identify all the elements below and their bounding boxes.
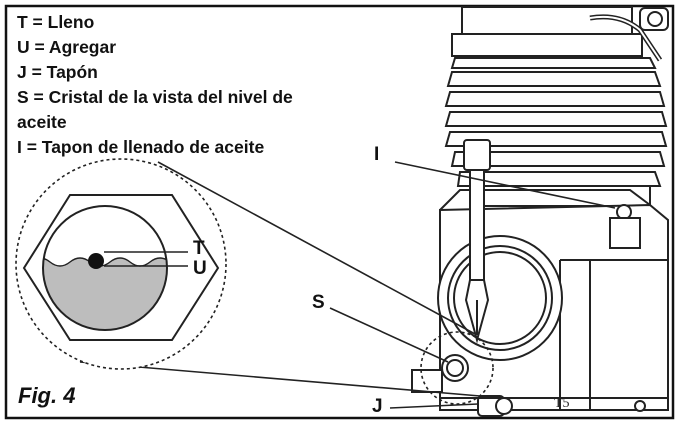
legend-line: I = Tapon de llenado de aceite: [17, 137, 265, 157]
legend-line: aceite: [17, 112, 67, 132]
legend: T = Lleno U = Agregar J = Tapón S = Cris…: [17, 10, 293, 160]
compressor-illustration: [411, 6, 669, 417]
callout-label-drain-plug: J: [372, 396, 383, 417]
sight-glass-highlight: [420, 331, 494, 405]
legend-line: J = Tapón: [17, 62, 98, 82]
sight-glass-detail: [15, 158, 227, 370]
legend-line: U = Agregar: [17, 37, 117, 57]
callout-label-add: U: [193, 258, 207, 279]
stamp-mark: T5: [554, 396, 570, 411]
legend-line: S = Cristal de la vista del nivel de: [17, 87, 293, 107]
callout-label-sight-glass: S: [312, 292, 325, 313]
callout-label-full: T: [193, 238, 205, 259]
callout-lines: [79, 161, 616, 409]
figure-label: Fig. 4: [18, 383, 76, 408]
level-marker: [88, 253, 104, 269]
legend-line: T = Lleno: [17, 12, 95, 32]
callout-label-fill-plug: I: [374, 144, 380, 165]
